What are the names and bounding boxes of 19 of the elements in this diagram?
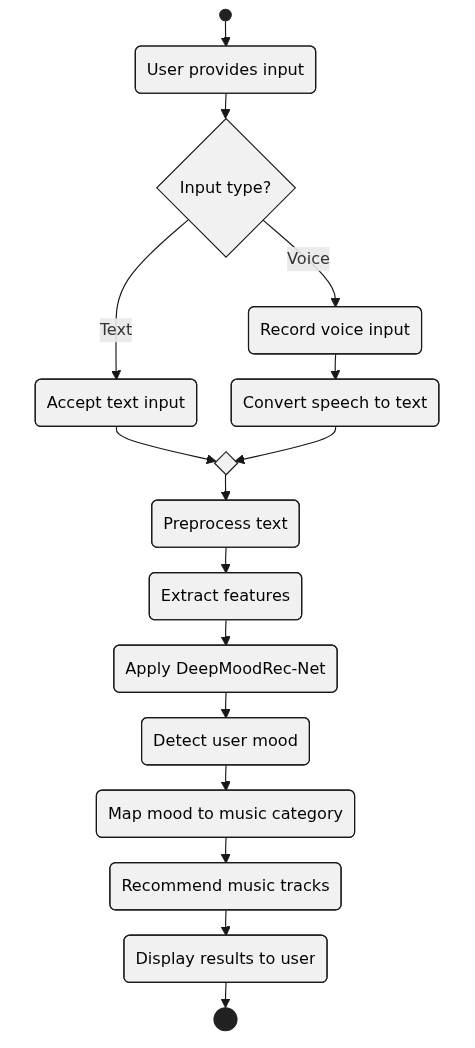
node-circle [213,1007,239,1032]
arrow [221,909,232,937]
arrow [221,20,232,48]
arrow [221,474,232,502]
node-diamond [214,450,239,476]
arrow [234,426,337,465]
arrow [220,93,231,120]
arrow [221,764,232,792]
arrow [221,547,232,574]
edge-label: Text [100,320,133,339]
arrow [221,837,232,864]
arrow [221,692,232,719]
edge-label: Voice [287,249,331,268]
arrow [330,353,341,381]
arrow [262,219,341,308]
arrow [116,426,217,465]
arrow [220,982,231,1009]
node-circle [219,8,233,22]
arrow [221,619,232,647]
